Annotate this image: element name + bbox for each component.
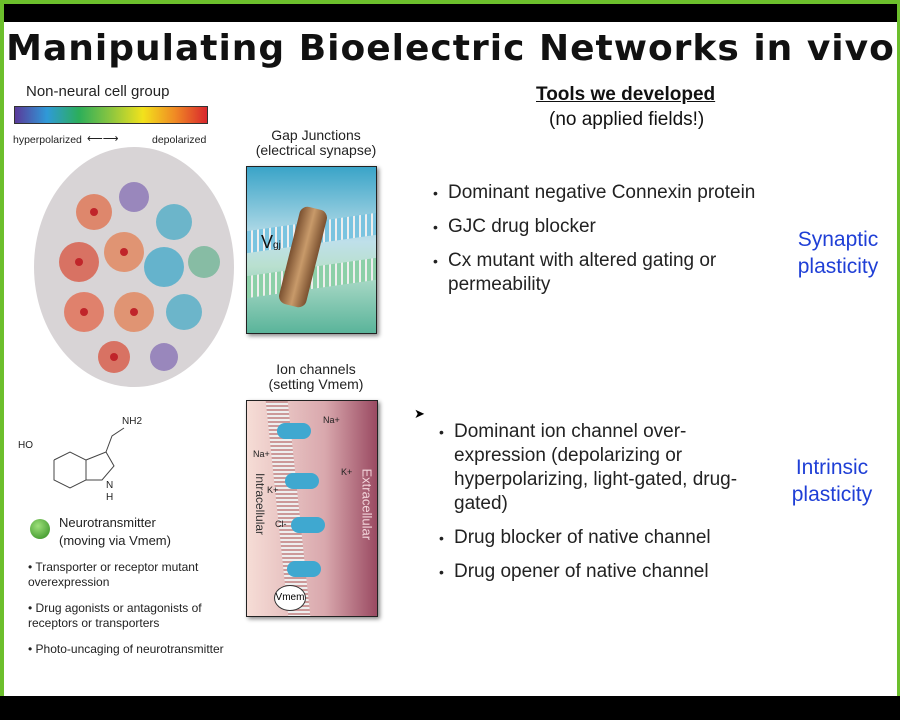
neurotransmitter-subtitle: (moving via Vmem) [59, 533, 171, 548]
molecule-nh2: NH2 [122, 416, 143, 427]
list-item: Cx mutant with altered gating or permeab… [433, 249, 758, 297]
ion-label: K+ [267, 485, 279, 495]
list-item: Dominant ion channel over-expression (de… [439, 420, 744, 516]
list-item: GJC drug blocker [433, 215, 758, 239]
extracellular-label: Extracellular [359, 468, 375, 541]
synaptic-plasticity-label: Synaptic plasticity [797, 228, 879, 278]
neurotransmitter-bullets: • Transporter or receptor mutant overexp… [28, 560, 224, 656]
vgj-label: Vgj [261, 232, 281, 252]
intracellular-label: Intracellular [253, 473, 267, 536]
gap-junction-title: Gap Junctions [271, 127, 361, 143]
ion-channel-caption: Ion channels (setting Vmem) [248, 362, 384, 392]
slide: Manipulating Bioelectric Networks in viv… [4, 22, 897, 696]
bottom-bar [0, 696, 900, 720]
gap-junction-subtitle: (electrical synapse) [255, 142, 377, 158]
depolarized-label: depolarized [152, 134, 207, 146]
top-bar [4, 4, 897, 22]
list-item: Dominant negative Connexin protein [433, 181, 758, 205]
cell-group-label: Non-neural cell group [26, 83, 170, 100]
molecule-ho: HO [18, 440, 33, 451]
double-arrow-icon: ⟵⟶ [87, 133, 119, 145]
tools-subheading: (no applied fields!) [549, 109, 705, 130]
voltage-color-bar [14, 106, 208, 124]
ion-label: Na+ [253, 449, 270, 459]
intrinsic-tools-list: Dominant ion channel over-expression (de… [439, 420, 744, 594]
molecule-h: H [106, 492, 114, 503]
gap-junction-panel: Vgj [246, 166, 377, 334]
list-item: Drug blocker of native channel [439, 526, 744, 550]
ion-channel-subtitle: (setting Vmem) [268, 376, 364, 392]
cell-network-illustration [34, 147, 234, 387]
neurotransmitter-title: Neurotransmitter [59, 515, 156, 530]
gap-junction-caption: Gap Junctions (electrical synapse) [248, 128, 384, 158]
vgj-label-wrap: Vgj [261, 232, 281, 255]
hyperpolarized-label: hyperpolarized [13, 134, 82, 146]
bullet-text: Photo-uncaging of neurotransmitter [35, 642, 224, 656]
slide-title: Manipulating Bioelectric Networks in viv… [6, 28, 895, 69]
ion-label: Na+ [323, 415, 340, 425]
tools-heading: Tools we developed [536, 84, 716, 105]
ion-channel-panel: Na+ Na+ K+ K+ Cl- Intracellular Extracel… [246, 400, 378, 617]
connexin-channel [277, 205, 329, 309]
bullet-text: Drug agonists or antagonists of receptor… [28, 601, 202, 630]
serotonin-structure [53, 427, 125, 489]
bullet-text: Transporter or receptor mutant overexpre… [28, 560, 199, 589]
ion-label: Cl- [275, 519, 287, 529]
ion-label: K+ [341, 467, 353, 477]
ion-channel-title: Ion channels [276, 361, 356, 377]
neurotransmitter-dot-icon [30, 519, 50, 539]
molecule-n: N [106, 480, 114, 491]
intrinsic-plasticity-label: Intrinsic plasticity [791, 456, 873, 506]
mouse-cursor-icon: ➤ [414, 406, 425, 421]
synaptic-tools-list: Dominant negative Connexin protein GJC d… [433, 181, 758, 307]
list-item: Drug opener of native channel [439, 560, 744, 584]
vmem-badge: Vmem [274, 585, 306, 611]
neurotransmitter-caption: Neurotransmitter (moving via Vmem) [59, 514, 171, 550]
